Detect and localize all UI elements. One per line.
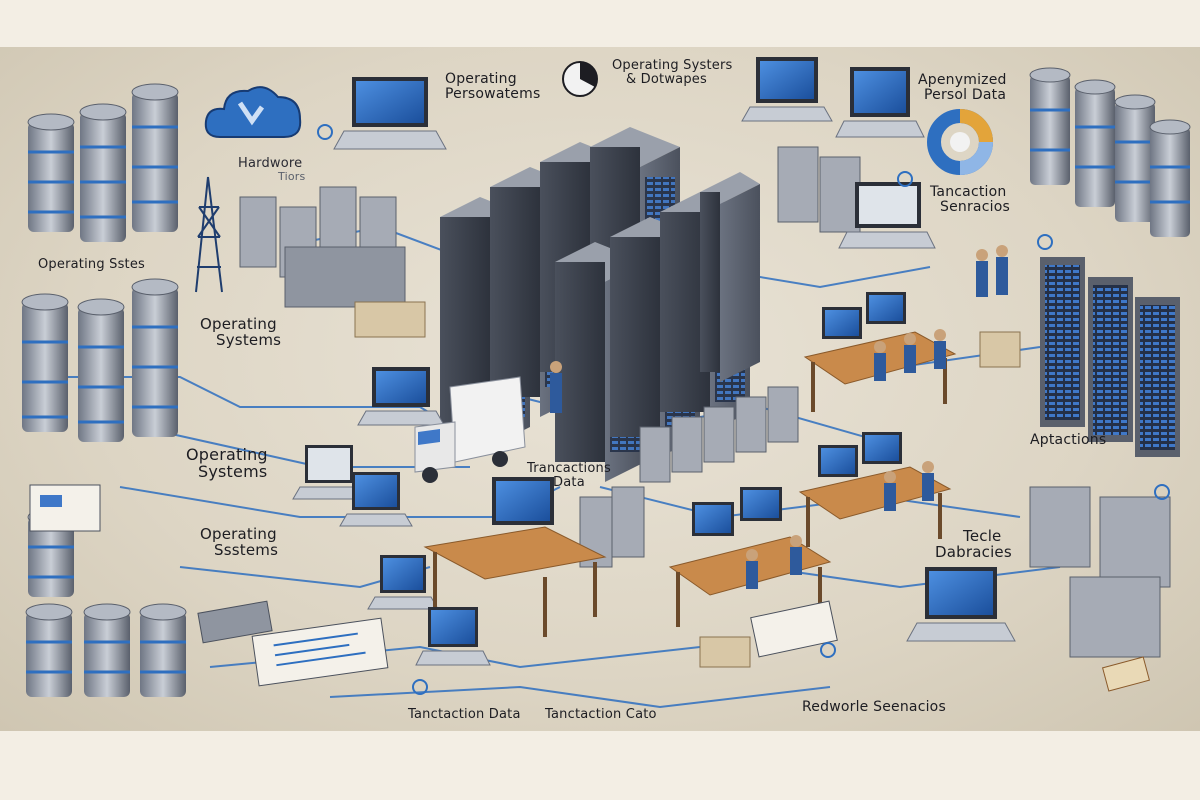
illustration-canvas: Operating Persowatems Operating Systers … xyxy=(0,47,1200,731)
right-racks xyxy=(1040,257,1180,457)
documents xyxy=(29,484,1151,692)
label-tanctaction-cato: Tanctaction Cato xyxy=(545,707,657,722)
label-line: Tecle xyxy=(963,527,1002,545)
cloud-icon xyxy=(204,86,302,138)
label-line: Operating Systers xyxy=(612,58,733,73)
scene-graphics xyxy=(21,57,1191,709)
label-line: Hardwore xyxy=(238,156,303,171)
label-line: Trancactions xyxy=(527,461,611,476)
delivery-truck xyxy=(414,376,526,483)
label-tecle-dabracies: Tecle Dabracies xyxy=(935,527,1012,561)
label-operating-systems-2: Operating Systems xyxy=(186,445,268,481)
label-line: Ssstems xyxy=(214,540,279,559)
label-line: Data xyxy=(553,474,585,490)
label-line: & Dotwapes xyxy=(626,71,707,87)
label-tancaction-senracios: Tancaction Senracios xyxy=(930,185,1010,214)
label-line: Apenymized xyxy=(918,72,1007,88)
label-line: Persol Data xyxy=(924,86,1007,103)
laptops xyxy=(292,57,1016,666)
label-tanctaction-data: Tanctaction Data xyxy=(408,707,521,722)
label-line: Operating xyxy=(200,315,277,333)
label-line: Operating xyxy=(200,525,277,543)
label-hardwore: Hardwore Tiors xyxy=(238,157,305,182)
boxes xyxy=(354,301,1021,668)
label-line: Operating xyxy=(445,71,517,87)
label-operating-systems-1: Operating Systems xyxy=(200,315,282,349)
label-line: Systems xyxy=(216,330,282,349)
pie-chart-icon xyxy=(562,61,598,97)
label-aptactions: Aptactions xyxy=(1030,432,1107,448)
label-operating-sstes: Operating Sstes xyxy=(38,257,146,272)
central-server-racks xyxy=(440,127,760,482)
workstation-desks xyxy=(423,292,957,637)
small-server-clusters xyxy=(239,146,1171,658)
label-line: Tiors xyxy=(278,169,306,183)
label-redworle-seenacios: Redworle Seenacios xyxy=(802,699,946,715)
disk-stacks-left xyxy=(21,83,187,697)
label-operating-ssstems: Operating Ssstems xyxy=(200,525,279,559)
donut-chart-icon xyxy=(927,109,993,175)
label-operating-systers: Operating Systers & Dotwapes xyxy=(612,59,732,86)
people-figures xyxy=(550,245,1008,589)
label-line: Operating xyxy=(186,445,268,464)
disk-stacks-right xyxy=(1029,67,1191,237)
label-operating-persowatems: Operating Persowatems xyxy=(445,72,540,101)
label-line: Systems xyxy=(198,461,268,481)
label-trancactions-data: Trancactions Data xyxy=(527,462,611,489)
label-line: Persowatems xyxy=(445,85,541,102)
gear-icons xyxy=(317,124,1170,695)
label-line: Tancaction xyxy=(930,184,1007,200)
radio-tower xyxy=(195,176,223,293)
label-line: Dabracies xyxy=(935,542,1012,561)
label-line: Senracios xyxy=(940,198,1010,215)
label-apenymized: Apenymized Persol Data xyxy=(918,73,1007,102)
